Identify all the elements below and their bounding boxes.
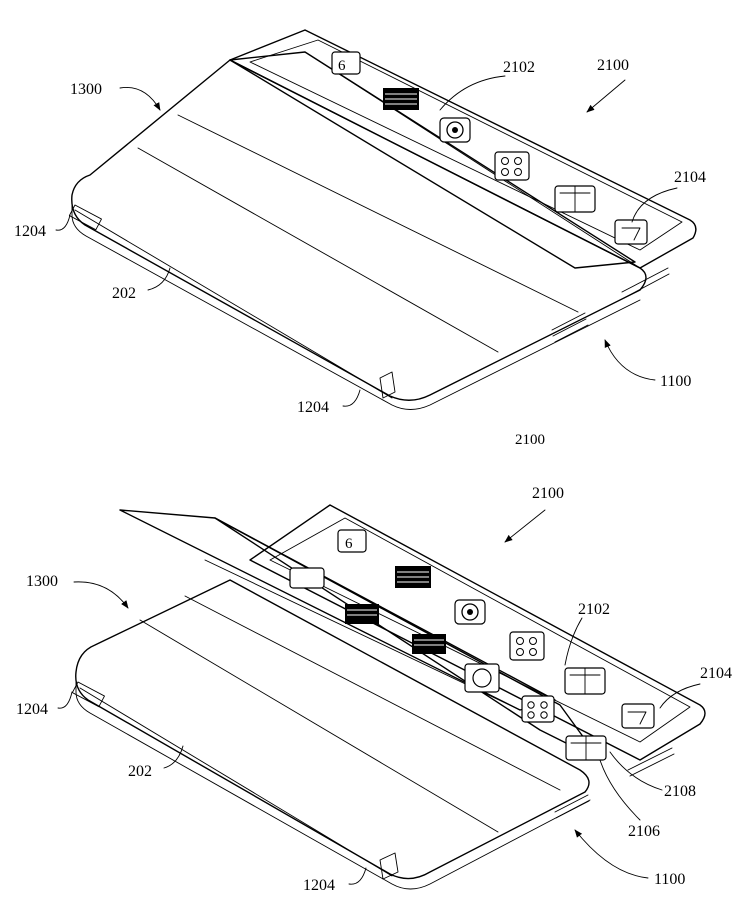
- figure-2: 6: [16, 485, 732, 894]
- cover-fold-line-3: [139, 619, 499, 833]
- svg-text:6: 6: [345, 536, 353, 552]
- target-icon-2: [454, 599, 486, 625]
- bottom-hinge-2: [379, 852, 399, 880]
- leader-device-2: [574, 829, 649, 879]
- label-left-hinge-2: 1204: [16, 701, 48, 718]
- label-cover-2: 1300: [26, 573, 58, 590]
- label-display-assembly-2: 2100: [532, 485, 564, 502]
- label-display-assembly: 2100: [597, 57, 629, 74]
- leader-icon-b: [599, 759, 641, 821]
- left-hinge: [68, 204, 102, 231]
- dial-icon: [614, 219, 648, 245]
- label-edge-2: 202: [128, 763, 152, 780]
- grid-icon-2: [509, 631, 545, 661]
- side-buttons-2: [627, 747, 675, 777]
- leader-corner-icon-2: [659, 683, 701, 709]
- label-icon-b: 2106: [628, 823, 660, 840]
- side-port: [551, 312, 589, 343]
- display-panel-inner: [249, 39, 683, 251]
- tablet-body: [71, 59, 647, 401]
- leader-icon-a: [609, 751, 663, 791]
- cover-flap: [229, 51, 636, 269]
- left-hinge-2: [71, 681, 105, 708]
- label-corner-icon: 2104: [674, 169, 706, 186]
- bottom-hinge: [379, 371, 396, 399]
- calendar-icon-2: 6: [337, 529, 367, 553]
- leader-device: [604, 339, 656, 381]
- label-corner-icon-2: 2104: [700, 665, 732, 682]
- label-device: 1100: [660, 373, 691, 390]
- leader-bottom-hinge: [342, 389, 361, 407]
- stripes-icon: [383, 88, 419, 110]
- tablet-body-2: [75, 579, 590, 880]
- display-panel-outer: [229, 29, 697, 269]
- leader-display-2: [564, 617, 583, 666]
- cover-fold-line-2: [177, 114, 579, 313]
- cover-flap-2: [119, 509, 556, 711]
- window-icon-2: [564, 667, 606, 695]
- figure-caption: 2100: [515, 432, 545, 448]
- stripes-icon-4: [412, 634, 446, 654]
- svg-text:6: 6: [338, 58, 346, 74]
- window-icon-3: [565, 735, 607, 761]
- label-icon-a: 2108: [664, 783, 696, 800]
- stripes-icon-3: [345, 604, 379, 624]
- leader-display: [439, 75, 506, 111]
- label-bottom-hinge: 1204: [297, 399, 329, 416]
- display-panel-inner-2: [269, 517, 691, 743]
- circle-icon: [464, 663, 500, 693]
- grid-icon: [494, 151, 530, 181]
- label-cover: 1300: [70, 81, 102, 98]
- label-display-2: 2102: [578, 601, 610, 618]
- label-edge: 202: [112, 285, 136, 302]
- side-buttons: [621, 267, 670, 299]
- leader-display-assembly: [586, 79, 626, 113]
- figure-1: 6 1300: [14, 29, 706, 416]
- tablet-bottom-edge-2: [75, 679, 591, 890]
- blank-icon: [289, 567, 325, 589]
- dial-icon-2: [621, 703, 655, 729]
- side-port-2: [554, 794, 590, 819]
- leader-cover-2: [73, 581, 129, 609]
- stripes-icon-2: [395, 566, 431, 588]
- grid-icon-3: [521, 695, 555, 723]
- tablet-bottom-edge-2: [74, 209, 393, 399]
- cover-fold-line-4: [184, 595, 561, 791]
- display-panel-outer-2: [249, 504, 706, 761]
- cover-fold-line-1: [137, 147, 499, 353]
- target-icon: [439, 117, 471, 143]
- leader-edge: [147, 267, 171, 291]
- cover-flap-edge: [304, 51, 641, 269]
- leader-left-hinge: [55, 214, 71, 231]
- label-bottom-hinge-2: 1204: [303, 877, 335, 894]
- label-left-hinge: 1204: [14, 223, 46, 240]
- leader-left-hinge-2: [57, 691, 73, 709]
- tablet-bottom-edge: [71, 204, 641, 410]
- label-device-2: 1100: [654, 871, 685, 888]
- leader-cover: [119, 87, 161, 111]
- label-display: 2102: [503, 59, 535, 76]
- leader-display-assembly-2: [504, 509, 546, 543]
- window-icon: [554, 185, 596, 213]
- tablet-bottom-line-2: [79, 687, 393, 877]
- leader-bottom-hinge-2: [348, 867, 367, 885]
- leader-corner-icon: [631, 187, 678, 223]
- leader-edge-2: [163, 745, 184, 769]
- calendar-icon: 6: [331, 51, 361, 75]
